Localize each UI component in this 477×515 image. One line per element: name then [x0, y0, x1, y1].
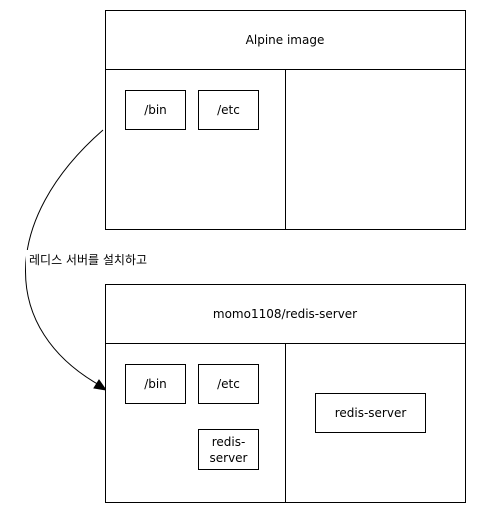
- alpine-bin-label: /bin: [144, 103, 167, 117]
- arrow-curve: [25, 129, 104, 387]
- redis-server-folder: [198, 429, 259, 470]
- alpine-image-container: Alpine image /bin /etc: [105, 10, 466, 230]
- redis-etc-label: /etc: [217, 377, 240, 391]
- redis-server-process-box: [315, 393, 426, 433]
- alpine-etc-label: /etc: [217, 103, 240, 117]
- install-arrow: 레디스 서버를 설치하고: [25, 129, 158, 391]
- alpine-etc-folder: [198, 90, 259, 130]
- redis-etc-folder: [198, 364, 259, 404]
- redis-image-container: momo1108/redis-server /bin /etc redis- s…: [105, 284, 466, 503]
- redis-server-process-label: redis-server: [335, 406, 407, 420]
- redis-bin-label: /bin: [144, 377, 167, 391]
- redis-bin-folder: [125, 364, 186, 404]
- redis-server-folder-label-line2: server: [210, 451, 248, 465]
- redis-server-folder-label-line1: redis-: [212, 435, 246, 449]
- alpine-image-title: Alpine image: [246, 33, 325, 47]
- arrow-label-background: [26, 250, 158, 270]
- arrow-head-icon: [93, 379, 108, 391]
- arrow-label: 레디스 서버를 설치하고: [29, 253, 147, 267]
- redis-image-title: momo1108/redis-server: [213, 307, 357, 321]
- alpine-bin-folder: [125, 90, 186, 130]
